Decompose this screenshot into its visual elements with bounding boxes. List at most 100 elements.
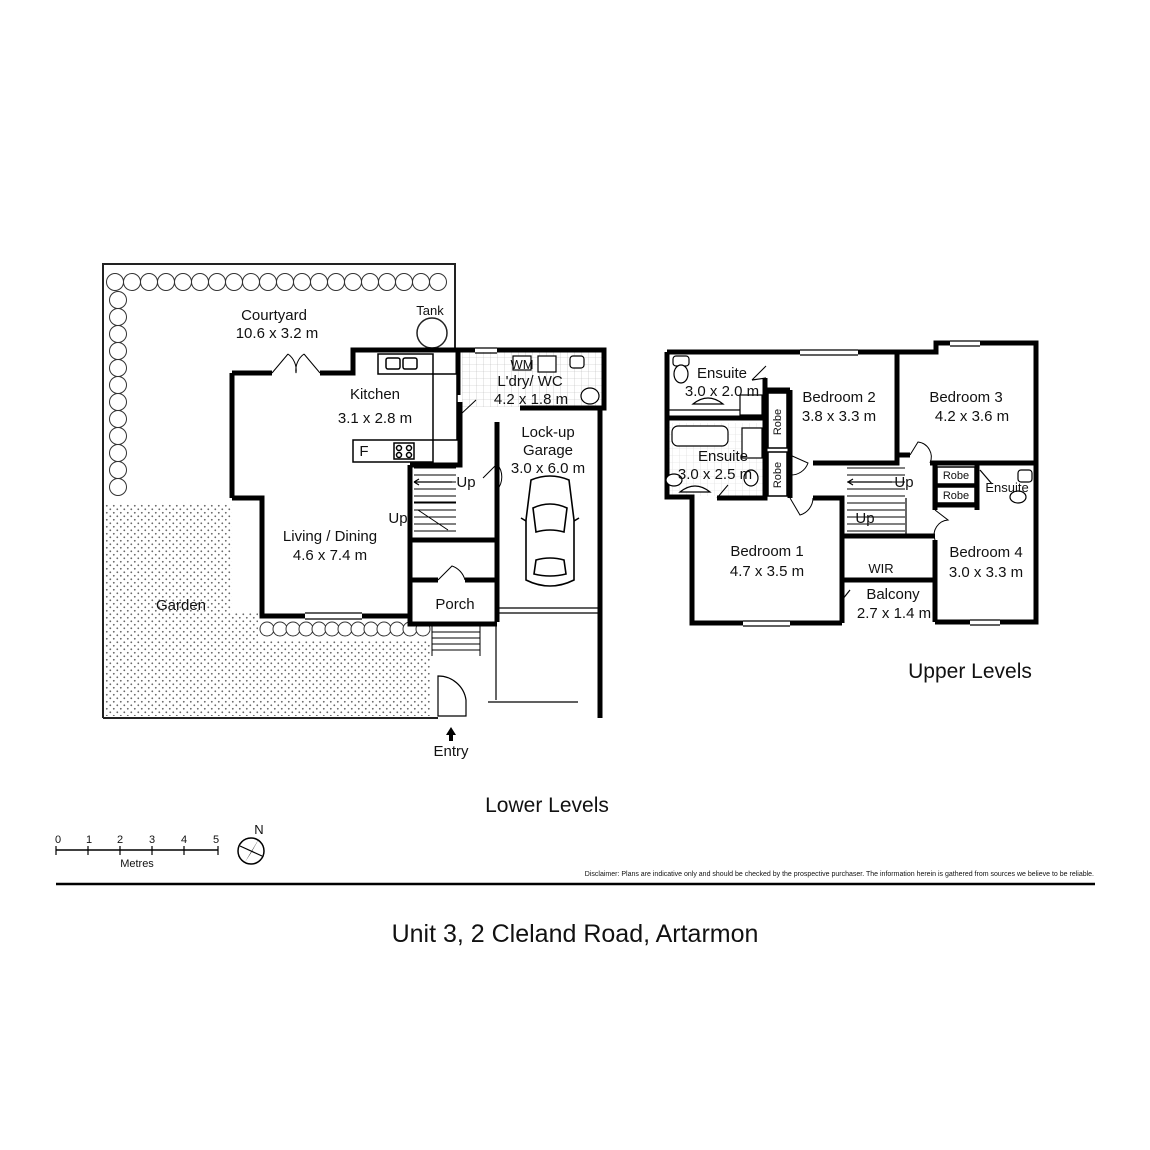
- car-icon: [520, 475, 580, 587]
- hedge-shrub: [109, 461, 127, 479]
- hedge-shrub: [324, 621, 340, 637]
- garage-dims: 3.0 x 6.0 m: [511, 460, 585, 477]
- entry-gate: [437, 675, 467, 717]
- hedge-shrub: [285, 621, 301, 637]
- scale-tick: 3: [149, 834, 155, 846]
- bedroom-3-dims: 4.2 x 3.6 m: [935, 408, 1009, 425]
- hedge-shrub: [109, 308, 127, 326]
- hedge-shrub: [350, 621, 366, 637]
- north-compass-icon: N: [237, 822, 265, 865]
- bedroom-2-dims: 3.8 x 3.3 m: [802, 408, 876, 425]
- lower-level-plan: Courtyard 10.6 x 3.2 m Tank Kitchen F WM…: [102, 263, 609, 817]
- scale-tick: 0: [55, 834, 61, 846]
- disclaimer-text: Disclaimer: Plans are indicative only an…: [585, 871, 1094, 878]
- hedge-shrub: [378, 273, 396, 291]
- stairs-up-label: Up: [894, 474, 913, 491]
- stairs-up-label-2: Up: [388, 510, 407, 527]
- robes: [767, 392, 976, 504]
- hedge-shrub: [363, 621, 379, 637]
- scale-unit: Metres: [120, 858, 154, 870]
- hedge-shrub: [311, 621, 327, 637]
- porch-door: [437, 565, 466, 581]
- stairs-up-label-2: Up: [855, 510, 874, 527]
- scale-bar: 0 1 2 3 4 5 Metres: [55, 834, 219, 870]
- stairs-lower: [414, 467, 456, 532]
- living-label: Living / Dining: [283, 528, 377, 545]
- kitchen-label: Kitchen: [350, 386, 400, 403]
- stairs-up-label: Up: [456, 474, 475, 491]
- garage-label-1: Lock-up: [521, 424, 574, 441]
- laundry-door: [459, 399, 477, 416]
- hedge-shrub: [109, 325, 127, 343]
- hedge-shrub: [157, 273, 175, 291]
- hedge-shrub: [140, 273, 158, 291]
- laundry-label: L'dry/ WC: [497, 373, 563, 390]
- upper-thin-walls: [667, 340, 1000, 627]
- garden-area: [105, 504, 430, 716]
- kitchen-bench: [352, 353, 458, 463]
- bedroom-2-label: Bedroom 2: [802, 389, 875, 406]
- wir-label: WIR: [868, 561, 893, 576]
- hedge-shrub: [208, 273, 226, 291]
- hedge-shrub: [293, 273, 311, 291]
- courtyard-dims: 10.6 x 3.2 m: [236, 325, 319, 342]
- up-arrow-icon-upper: [847, 478, 892, 486]
- north-label: N: [254, 822, 263, 837]
- lower-windows: [305, 347, 600, 703]
- porch-label: Porch: [435, 596, 474, 613]
- upper-levels-heading: Upper Levels: [908, 660, 1032, 683]
- hedge-shrub: [242, 273, 260, 291]
- garage-label-2: Garage: [523, 442, 573, 459]
- lower-levels-heading: Lower Levels: [485, 794, 609, 817]
- tank-label: Tank: [416, 303, 444, 318]
- bedroom-4-dims: 3.0 x 3.3 m: [949, 564, 1023, 581]
- hedge-shrub: [109, 444, 127, 462]
- hedge: [106, 273, 447, 496]
- scale-tick: 2: [117, 834, 123, 846]
- hedge-shrub: [109, 291, 127, 309]
- robe-label: Robe: [772, 462, 784, 488]
- hedge-shrub: [259, 621, 275, 637]
- hedge-shrub: [376, 621, 392, 637]
- hedge-shrub: [298, 621, 314, 637]
- hedge-shrub: [109, 342, 127, 360]
- bedroom-4-label: Bedroom 4: [949, 544, 1022, 561]
- porch-step-edge: [431, 626, 481, 656]
- hedge-shrub: [337, 621, 353, 637]
- hedge-shrub: [272, 621, 288, 637]
- upper-doors: [716, 365, 950, 541]
- courtyard-door: [271, 353, 321, 374]
- hedge-shrub: [389, 621, 405, 637]
- balcony-label: Balcony: [866, 586, 920, 603]
- hedge-shrub: [109, 478, 127, 496]
- ensuite-1-label: Ensuite: [697, 365, 747, 382]
- hedge-shrub: [344, 273, 362, 291]
- washing-machine-label: WM: [510, 357, 533, 372]
- hedge-shrub: [109, 359, 127, 377]
- scale-tick: 5: [213, 834, 219, 846]
- ensuite-2-label: Ensuite: [698, 448, 748, 465]
- hedge-shrub: [395, 273, 413, 291]
- robe-label: Robe: [943, 470, 969, 482]
- hedge-shrub: [109, 410, 127, 428]
- tank-icon: [416, 317, 448, 349]
- ensuite-2-dims: 3.0 x 2.5 m: [678, 466, 752, 483]
- hedge-shrub: [412, 273, 430, 291]
- hedge-shrub: [109, 427, 127, 445]
- courtyard-label: Courtyard: [241, 307, 307, 324]
- up-arrow-icon: [413, 478, 452, 486]
- entry-label: Entry: [433, 743, 469, 760]
- hedge-shrub: [123, 273, 141, 291]
- hedge-shrub: [276, 273, 294, 291]
- hedge-shrub: [109, 393, 127, 411]
- robe-label: Robe: [772, 409, 784, 435]
- laundry-fixtures: [512, 355, 600, 405]
- balcony-dims: 2.7 x 1.4 m: [857, 605, 931, 622]
- upper-level-plan: Ensuite 3.0 x 2.0 m Ensuite 3.0 x 2.5 m …: [664, 340, 1039, 683]
- laundry-dims: 4.2 x 1.8 m: [494, 391, 568, 408]
- living-dims: 4.6 x 7.4 m: [293, 547, 367, 564]
- entry-arrow-icon: [446, 727, 456, 741]
- porch-steps: [431, 625, 481, 656]
- garage-door: [482, 463, 503, 491]
